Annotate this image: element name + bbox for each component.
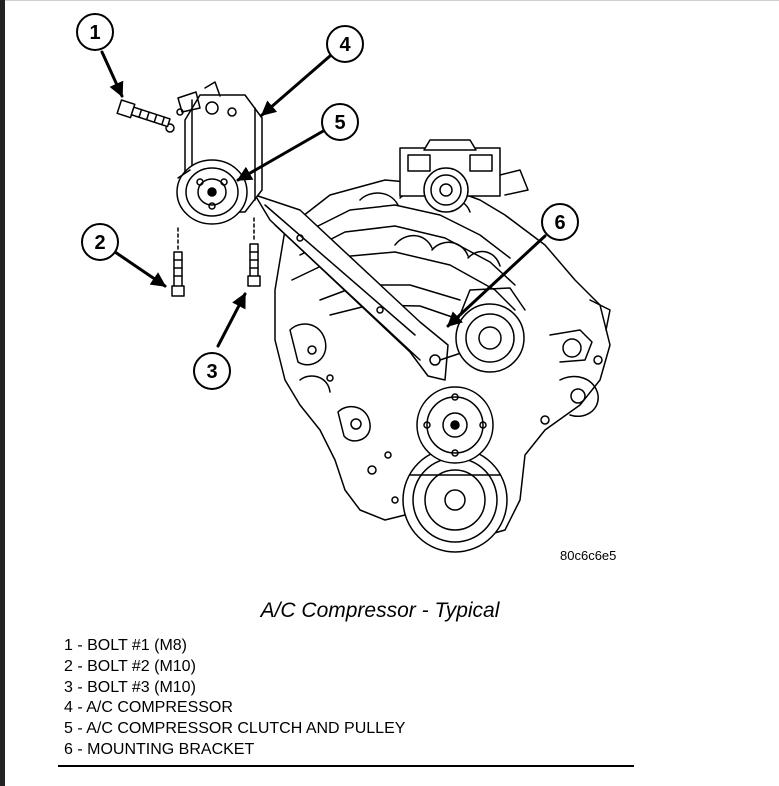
water-pump-pulley (416, 386, 494, 464)
callout-arrows (100, 50, 547, 348)
callout-4: 4 (326, 25, 364, 63)
legend-item: 1 - BOLT #1 (M8) (64, 637, 187, 654)
idler-pulley (455, 287, 526, 373)
bottom-divider (58, 765, 634, 767)
legend-item: 3 - BOLT #3 (M10) (64, 678, 196, 696)
legend-item: 2 - BOLT #2 (M10) (64, 657, 196, 675)
callout-2: 2 (81, 223, 119, 261)
callout-1: 1 (76, 13, 114, 51)
callout-3: 3 (193, 352, 231, 390)
svg-text:6: 6 (554, 212, 565, 234)
svg-text:4: 4 (339, 34, 351, 56)
svg-text:2: 2 (94, 232, 105, 254)
bolt-3 (247, 217, 261, 287)
mounting-bracket (254, 194, 481, 381)
compressor-engine-illustration: 1 2 3 4 5 6 (76, 13, 611, 553)
legend-item: 6 - MOUNTING BRACKET (64, 740, 255, 758)
callout-6: 6 (541, 203, 579, 241)
callout-5: 5 (321, 103, 359, 141)
svg-text:1: 1 (89, 22, 100, 44)
svg-text:5: 5 (334, 112, 345, 134)
legend-item: 4 - A/C COMPRESSOR (64, 699, 233, 717)
window-top-border (5, 0, 779, 1)
window-left-border (0, 0, 5, 786)
legend-item: 5 - A/C COMPRESSOR CLUTCH AND PULLEY (64, 720, 406, 738)
bolt-1 (116, 99, 171, 128)
figure-reference-code: 80c6c6e5 (560, 548, 617, 563)
compressor-clutch-pulley (176, 159, 248, 225)
bolt-2 (171, 227, 185, 297)
figure-caption: A/C Compressor - Typical (260, 599, 500, 622)
parts-legend: 1 - BOLT #1 (M8) 2 - BOLT #2 (M10) 3 - B… (64, 636, 405, 761)
svg-text:3: 3 (206, 361, 217, 383)
